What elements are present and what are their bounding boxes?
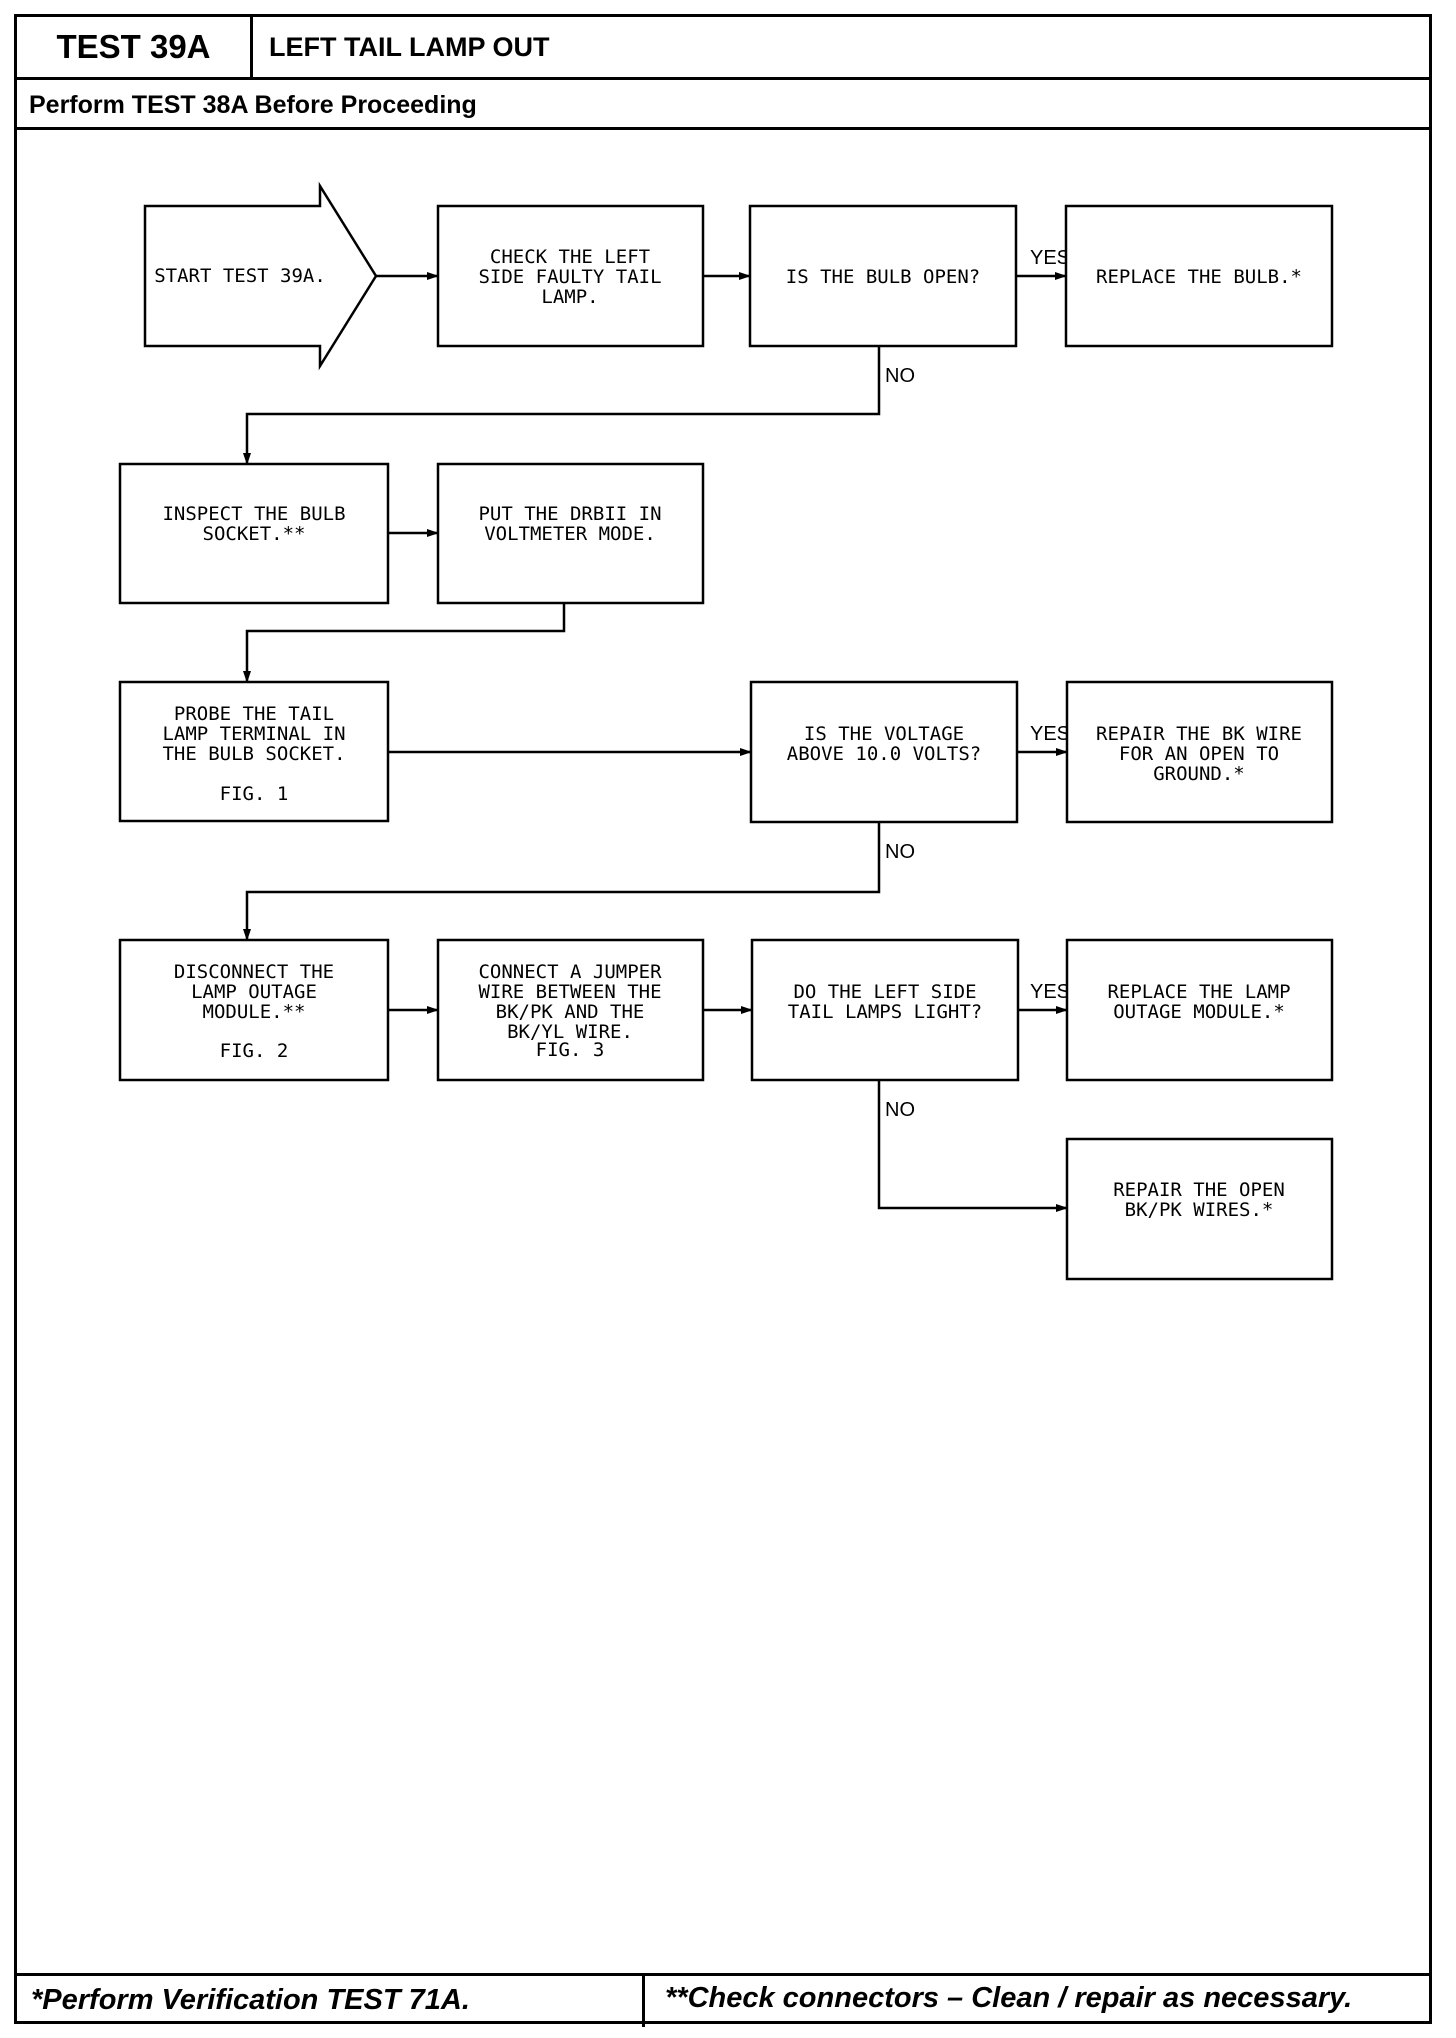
- voltage-line-1: IS THE VOLTAGE: [804, 723, 964, 745]
- start-node: START TEST 39A.: [143, 181, 378, 371]
- drbii-line-1: PUT THE DRBII IN: [478, 503, 661, 525]
- probe-line-2: LAMP TERMINAL IN: [162, 723, 345, 745]
- drbii-line-2: VOLTMETER MODE.: [484, 523, 656, 545]
- replace-bulb-box: REPLACE THE BULB.*: [1064, 204, 1334, 348]
- header-divider: [17, 77, 1429, 80]
- jumper-line-2: WIRE BETWEEN THE: [478, 981, 661, 1003]
- jumper-line-3: BK/PK AND THE: [496, 1001, 645, 1023]
- repair-bk-line-2: FOR AN OPEN TO: [1119, 743, 1279, 765]
- jumper-line-1: CONNECT A JUMPER: [478, 961, 662, 983]
- connectors: [243, 272, 1068, 1212]
- arrow-q3-no: [877, 1080, 1068, 1212]
- arrow-put-to-probe: [243, 603, 566, 683]
- yes-label-q3: YES: [1030, 981, 1070, 1003]
- lamps-line-1: DO THE LEFT SIDE: [793, 981, 976, 1003]
- disconnect-fig-label: FIG. 2: [220, 1040, 289, 1062]
- header-divider-bottom: [17, 127, 1429, 130]
- repair-bkpk-line-2: BK/PK WIRES.*: [1125, 1199, 1274, 1221]
- inspect-line-1: INSPECT THE BULB: [162, 503, 345, 525]
- disconnect-line-1: DISCONNECT THE: [174, 961, 334, 983]
- lamps-line-2: TAIL LAMPS LIGHT?: [788, 1001, 982, 1023]
- connect-fig-label: FIG. 3: [536, 1039, 605, 1061]
- no-label-q1: NO: [885, 365, 915, 387]
- check-line-3: LAMP.: [541, 286, 598, 308]
- footer-divider: [17, 1973, 1429, 1976]
- yes-label-q1: YES: [1030, 247, 1070, 269]
- inspect-line-2: SOCKET.**: [203, 523, 306, 545]
- probe-line-1: PROBE THE TAIL: [174, 703, 334, 725]
- disconnect-line-2: LAMP OUTAGE: [191, 981, 317, 1003]
- yes-label-q2: YES: [1030, 723, 1070, 745]
- test-id-label: TEST 39A: [17, 17, 253, 77]
- repair-bk-line-1: REPAIR THE BK WIRE: [1096, 723, 1302, 745]
- arrow-q1-no: [243, 346, 881, 465]
- replace-module-line-1: REPLACE THE LAMP: [1107, 981, 1290, 1003]
- footnote-verification: *Perform Verification TEST 71A.: [31, 1983, 470, 2016]
- test-title: LEFT TAIL LAMP OUT: [269, 31, 550, 62]
- disconnect-line-3: MODULE.**: [203, 1001, 306, 1023]
- arrow-q2-no: [243, 822, 881, 941]
- replace-module-line-2: OUTAGE MODULE.*: [1113, 1001, 1285, 1023]
- bulb-open-decision: IS THE BULB OPEN?: [748, 204, 1018, 348]
- footer-separator: [642, 1973, 645, 2027]
- start-text: START TEST 39A.: [154, 265, 326, 287]
- jumper-line-4: BK/YL WIRE.: [507, 1021, 633, 1043]
- prerequisite-note: Perform TEST 38A Before Proceeding: [29, 90, 477, 119]
- voltage-line-2: ABOVE 10.0 VOLTS?: [787, 743, 981, 765]
- probe-fig-label: FIG. 1: [220, 783, 289, 805]
- repair-bk-line-3: GROUND.*: [1153, 763, 1245, 785]
- repair-bkpk-line-1: REPAIR THE OPEN: [1113, 1179, 1285, 1201]
- test-sheet: TEST 39A LEFT TAIL LAMP OUT Perform TEST…: [14, 14, 1432, 2027]
- bulb-open-question: IS THE BULB OPEN?: [786, 266, 980, 288]
- no-label-q2: NO: [885, 841, 915, 863]
- no-label-q3: NO: [885, 1099, 915, 1121]
- check-line-2: SIDE FAULTY TAIL: [478, 266, 661, 288]
- probe-line-3: THE BULB SOCKET.: [162, 743, 345, 765]
- replace-bulb-text: REPLACE THE BULB.*: [1096, 266, 1302, 288]
- footnote-connectors: **Check connectors – Clean / repair as n…: [665, 1981, 1353, 2014]
- check-line-1: CHECK THE LEFT: [490, 246, 650, 268]
